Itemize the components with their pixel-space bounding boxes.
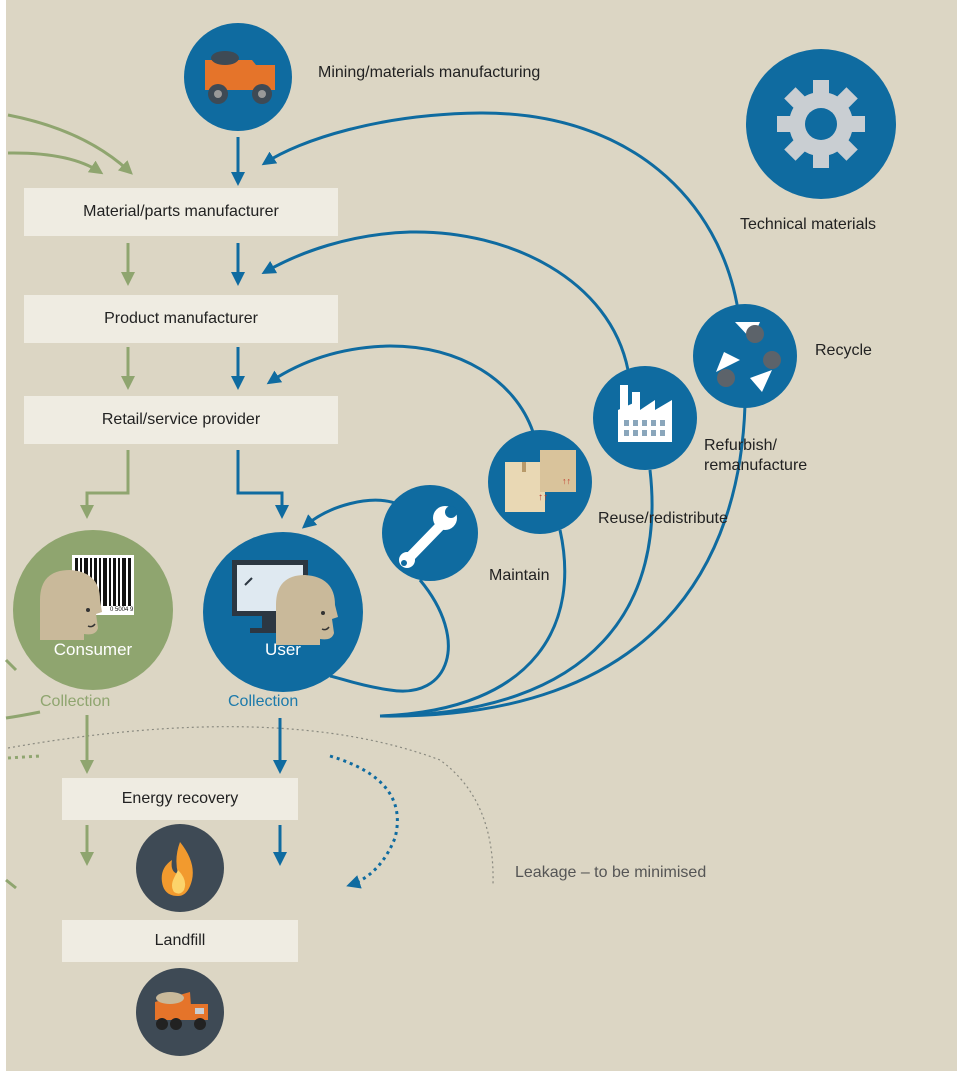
- factory-icon: [593, 366, 697, 470]
- green-left-arrow-2: [4, 658, 18, 672]
- user-label: User: [265, 640, 301, 659]
- svg-text:↑↑: ↑↑: [538, 492, 548, 503]
- green-input-arrow-2: [7, 151, 104, 175]
- gear-icon: [746, 49, 896, 199]
- landfill-box: Landfill: [62, 920, 298, 962]
- loop-maintain-bottom: [329, 579, 450, 693]
- loop-recycle-top: [261, 111, 740, 311]
- green-left-arrow-1: [5, 710, 41, 720]
- leakage-boundary: [7, 726, 494, 885]
- refurbish-label: Refurbish/ remanufacture: [704, 437, 808, 474]
- loop-reuse-top: [266, 344, 535, 433]
- consumer-label: Consumer: [53, 640, 133, 659]
- loop-reuse-bottom: [379, 529, 567, 718]
- dump-truck-icon: [136, 968, 224, 1056]
- retail-service-provider-box: Retail/service provider: [24, 396, 338, 444]
- technical-materials-label: Technical materials: [740, 216, 877, 233]
- leakage-arrow-consumer: [7, 754, 41, 760]
- green-left-arrow-3: [5, 878, 17, 890]
- mining-label: Mining/materials manufacturing: [318, 64, 541, 81]
- loop-recycle-bottom: [379, 404, 747, 718]
- wrench-icon: [382, 485, 478, 581]
- green-input-arrow-1: [7, 113, 133, 175]
- leakage-label: Leakage – to be minimised: [515, 864, 707, 881]
- material-parts-manufacturer-box: Material/parts manufacturer: [24, 188, 338, 236]
- mining-truck-icon: [184, 23, 292, 131]
- consumer-collection-label: Collection: [40, 693, 111, 710]
- product-manufacturer-box: Product manufacturer: [24, 295, 338, 343]
- recycle-icon: [693, 304, 797, 408]
- user-computer-icon: [203, 532, 363, 692]
- loop-maintain-top: [301, 498, 396, 529]
- energy-recovery-box: Energy recovery: [62, 778, 298, 820]
- green-arrow-retail-consumer: [80, 450, 130, 519]
- barcode-number: 0 5004 9: [110, 607, 134, 613]
- user-collection-label: Collection: [228, 693, 299, 710]
- maintain-label: Maintain: [489, 567, 550, 584]
- consumer-barcode-icon: [13, 530, 173, 690]
- recycle-label: Recycle: [815, 342, 872, 359]
- blue-arrow-retail-user: [236, 450, 289, 519]
- leakage-arrow-user: [329, 754, 399, 889]
- reuse-label: Reuse/redistribute: [598, 510, 728, 527]
- loop-refurbish-top: [261, 230, 630, 371]
- flame-icon: [136, 824, 224, 912]
- svg-text:↑↑: ↑↑: [562, 476, 571, 486]
- loop-refurbish-bottom: [379, 469, 654, 718]
- boxes-icon: ↑↑ ↑↑: [488, 430, 592, 534]
